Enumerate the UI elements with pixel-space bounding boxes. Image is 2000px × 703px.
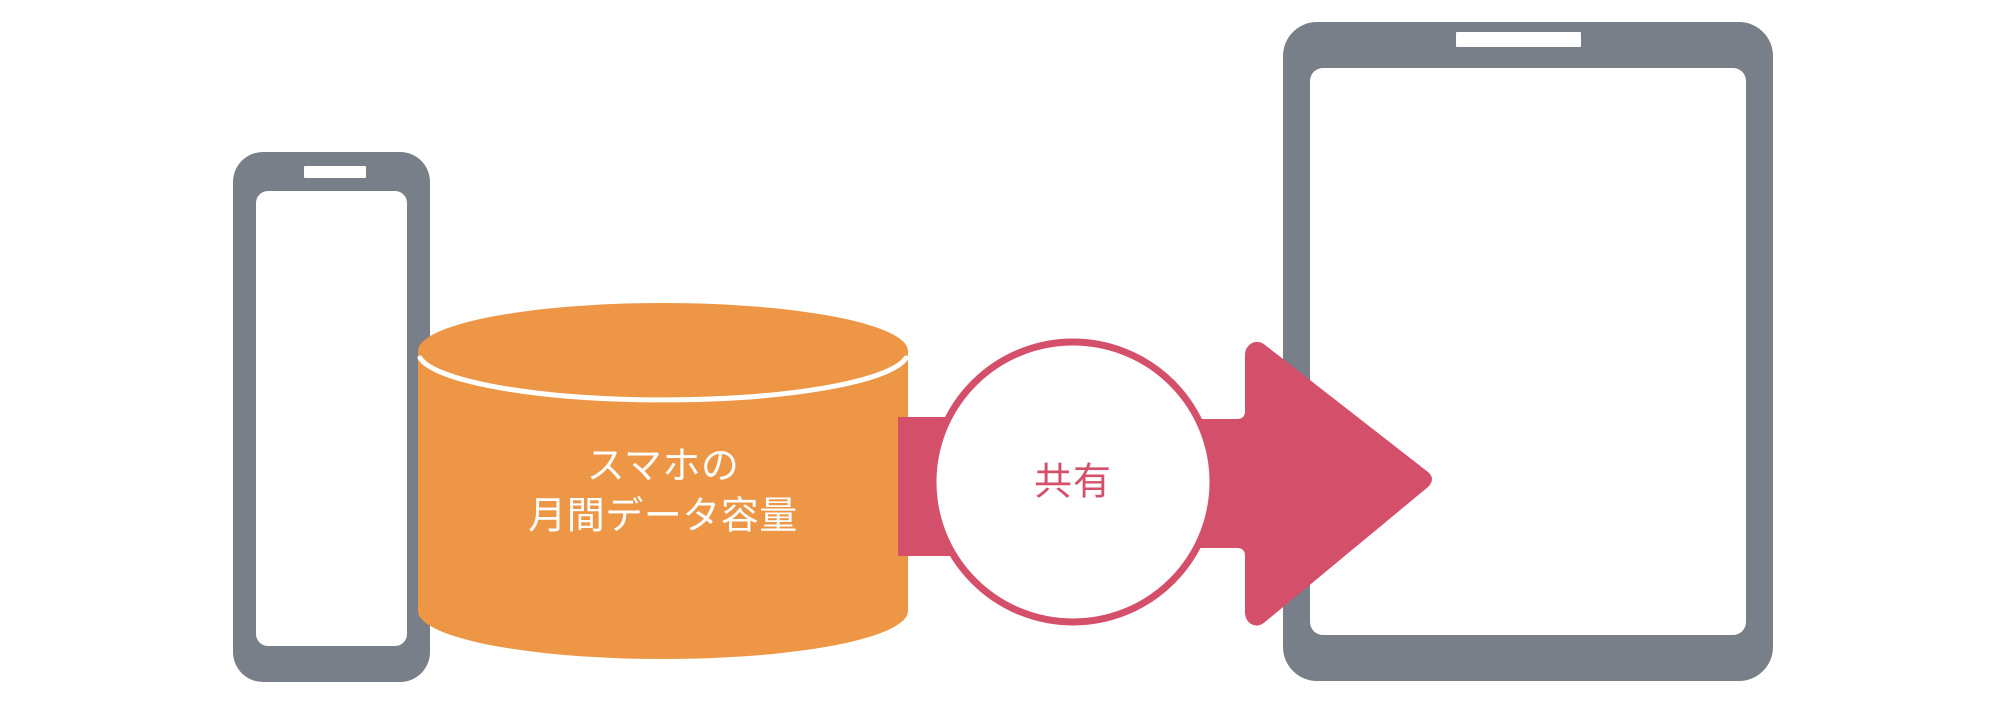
share-badge-label: 共有 — [1034, 460, 1112, 504]
tablet-screen — [1310, 68, 1746, 635]
arrow-head-icon — [1137, 341, 1432, 626]
share-badge-circle — [929, 338, 1217, 626]
cylinder-rim-highlight — [417, 355, 909, 403]
tablet-speaker-icon — [1456, 32, 1581, 47]
cylinder-body — [418, 351, 908, 659]
share-badge[interactable]: 共有 — [929, 338, 1217, 626]
smartphone-screen — [256, 191, 407, 646]
cylinder-label-line1: スマホの — [587, 444, 740, 488]
tablet[interactable] — [1283, 22, 1773, 681]
data-cylinder[interactable]: スマホの 月間データ容量 — [417, 303, 909, 659]
cylinder-label-line2: 月間データ容量 — [528, 494, 798, 538]
cylinder-top-ellipse — [418, 303, 908, 399]
smartphone[interactable] — [233, 152, 430, 682]
smartphone-speaker-icon — [304, 166, 366, 178]
